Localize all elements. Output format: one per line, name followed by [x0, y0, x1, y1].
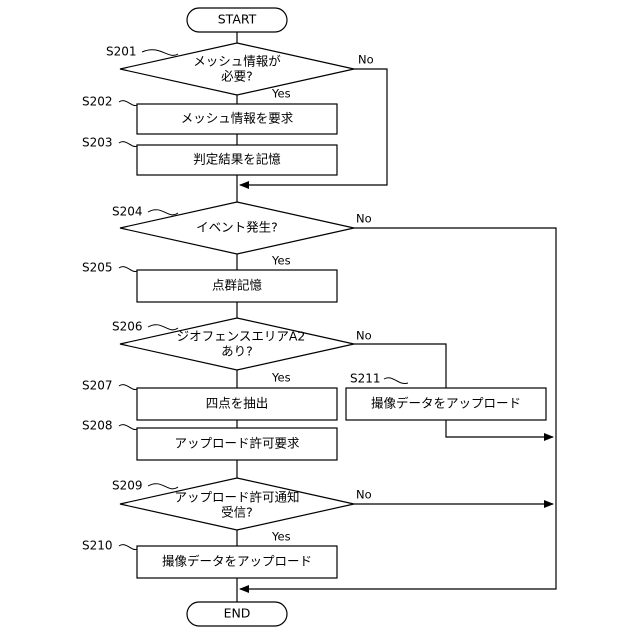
- no-label-s206: No: [356, 329, 372, 343]
- process-text-s205: 点群記憶: [212, 278, 263, 293]
- yes-label-s209: Yes: [271, 530, 291, 544]
- step-leader-s210: [119, 545, 137, 550]
- step-leader-s206: [148, 325, 178, 330]
- decision-text-line1: メッシュ情報が: [193, 54, 281, 69]
- process-text-s210: 撮像データをアップロード: [162, 554, 312, 569]
- process-s208: アップロード許可要求: [137, 428, 337, 460]
- decision-s201: メッシュ情報が 必要?: [120, 43, 354, 95]
- end-terminal: END: [187, 602, 287, 626]
- process-s202: メッシュ情報を要求: [137, 104, 337, 134]
- step-leader-s209: [148, 484, 178, 489]
- decision-text-line2: 必要?: [221, 69, 253, 84]
- decision-text-s206-line1: ジオフェンスエリアA2: [177, 329, 306, 344]
- end-label: END: [224, 606, 251, 621]
- yes-label-s201: Yes: [271, 87, 291, 101]
- step-leader-s205: [119, 267, 137, 272]
- decision-text-s209-line2: 受信?: [221, 505, 253, 520]
- step-id-s204: S204: [112, 205, 143, 219]
- no-label-s201: No: [358, 53, 374, 67]
- process-text-s208: アップロード許可要求: [174, 436, 300, 451]
- step-id-s207: S207: [82, 379, 113, 393]
- step-id-s205: S205: [82, 261, 113, 275]
- decision-s209: アップロード許可通知 受信?: [120, 478, 354, 530]
- step-leader-s203: [119, 142, 137, 147]
- process-s207: 四点を抽出: [137, 388, 337, 420]
- no-label-s204: No: [356, 212, 372, 226]
- step-leader-s202: [119, 101, 137, 106]
- process-s210: 撮像データをアップロード: [137, 546, 337, 578]
- process-s205: 点群記憶: [137, 270, 337, 302]
- step-leader-s211: [384, 378, 408, 384]
- step-leader-s208: [119, 425, 137, 430]
- step-leader-s204: [148, 210, 178, 215]
- yes-label-s204: Yes: [271, 254, 291, 268]
- start-terminal: START: [187, 8, 287, 32]
- step-id-s211: S211: [350, 372, 381, 386]
- step-id-s209: S209: [112, 479, 143, 493]
- start-label: START: [218, 12, 257, 27]
- step-id-s201: S201: [106, 45, 137, 59]
- step-leader-s201: [142, 50, 178, 56]
- step-id-s203: S203: [82, 136, 113, 150]
- decision-text-s204: イベント発生?: [196, 220, 278, 235]
- process-s203: 判定結果を記憶: [137, 145, 337, 175]
- step-id-s208: S208: [82, 419, 113, 433]
- decision-text-s206-line2: あり?: [221, 344, 253, 359]
- step-id-s210: S210: [82, 539, 113, 553]
- process-text-s211: 撮像データをアップロード: [371, 396, 521, 411]
- step-leader-s207: [119, 385, 137, 390]
- process-text-s203: 判定結果を記憶: [193, 152, 281, 167]
- decision-s206: ジオフェンスエリアA2 あり?: [120, 318, 354, 370]
- step-id-s202: S202: [82, 95, 113, 109]
- decision-text-s209-line1: アップロード許可通知: [174, 490, 299, 505]
- process-text-s202: メッシュ情報を要求: [181, 111, 294, 126]
- process-text-s207: 四点を抽出: [206, 396, 269, 411]
- step-id-s206: S206: [112, 320, 143, 334]
- yes-label-s206: Yes: [271, 371, 291, 385]
- no-label-s209: No: [356, 488, 372, 502]
- process-s211: 撮像データをアップロード: [346, 388, 546, 420]
